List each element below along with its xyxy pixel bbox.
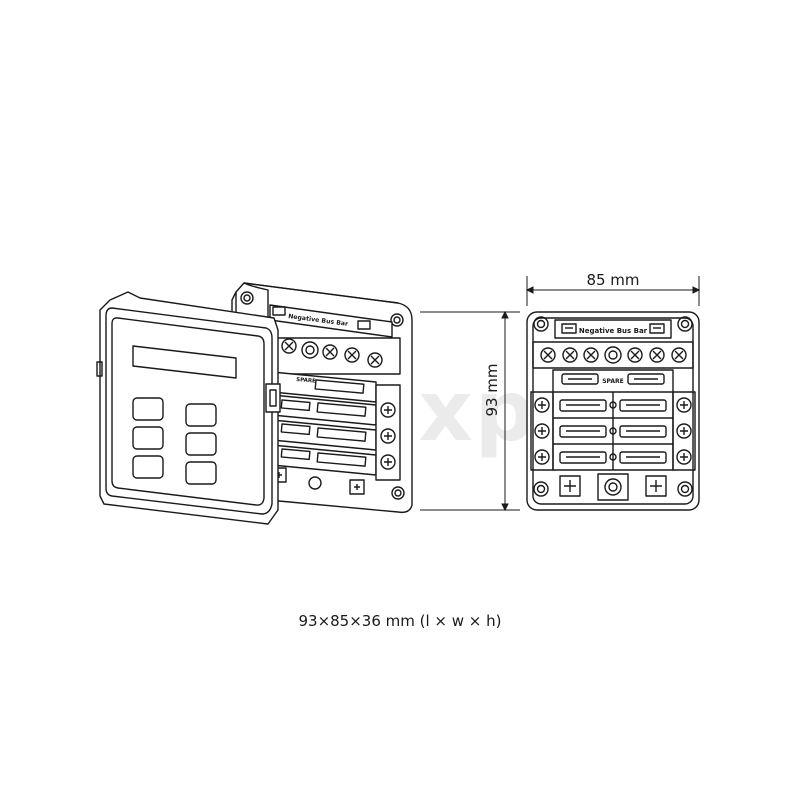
front-bus-bar-label: Negative Bus Bar [579,327,648,335]
fuse-box-base: Negative Bus Bar SPARE [231,282,413,514]
isometric-view: Negative Bus Bar SPARE [96,282,413,525]
fuse-rows: SPARE [271,371,377,476]
dimensions-caption: 93×85×36 mm (l × w × h) [298,612,502,630]
fuse-box-lid [96,291,281,525]
spare-label-left: SPARE [296,377,316,385]
front-fuses [559,399,667,464]
bus-bar-screws [271,337,401,375]
front-spare-label: SPARE [602,378,624,385]
front-bus-screws [532,341,694,369]
side-terminals [375,384,401,481]
dimension-width [525,276,701,306]
front-view: Negative Bus Bar SPARE [526,311,700,511]
height-dimension-label: 93 mm [483,363,501,416]
width-dimension-label: 85 mm [586,271,639,289]
dimension-height [420,310,520,512]
